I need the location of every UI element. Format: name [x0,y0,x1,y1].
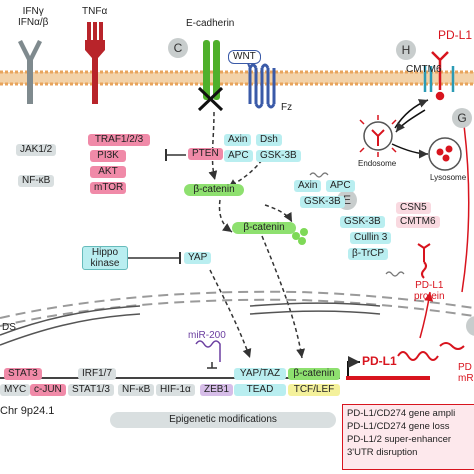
dsh-box: Dsh [256,134,282,146]
degraded-catenin-dots [292,228,308,245]
gsk3b-box-1: GSK-3B [256,150,301,162]
pd-l1-mrna-label: PD mR [458,362,474,384]
cmtm6-membrane-icon [423,66,455,92]
gsk3b-box-2: GSK-3B [300,196,345,208]
pd-l1-gene-label: PD-L1 [362,354,397,368]
nfkb-nuclear-box: NF-κB [118,384,155,396]
catenin-degradation-arrow [264,204,293,223]
lysosome-label: Lysosome [430,173,467,182]
ubiquitin-chain-icon-2 [385,271,405,277]
catenin-to-nucleus-arrow [218,199,233,233]
frizzled-receptor-icon [246,51,276,109]
pd-l1-protein-label-line1: PD-L1 [415,280,444,291]
pten-box: PTEN [188,148,223,160]
gsk3b-box-3: GSK-3B [340,216,385,228]
apc-box-2: APC [326,180,355,192]
stat13-box: STAT1/3 [68,384,114,396]
myc-box: MYC [0,384,31,396]
e-cadherin-icon [197,40,224,112]
tnf-label: TNFα [82,6,108,17]
pi3k-box: PI3K [90,150,126,162]
panel-letter-c: C [168,38,188,58]
genomic-line-2: PD-L1/CD274 gene loss [347,421,450,432]
membrane-pd-l1-label: PD-L1 [438,28,473,42]
wnt-label: WNT [228,50,261,64]
membrane-pd-l1-icon [431,51,449,101]
csn5-box: CSN5 [396,202,431,214]
mir-200-icon [195,340,221,362]
tcf-lef-box: TCF/LEF [288,384,340,396]
yaptaz-box: YAP/TAZ [234,368,286,380]
protein-to-membrane-arrow [458,109,470,293]
mrna-label-line2: mR [458,373,474,384]
mrna-to-protein-arrow [419,291,434,339]
mtor-box: mTOR [90,182,126,194]
nuclear-beta-catenin-box: β-catenin [288,368,340,380]
traf-box: TRAF1/2/3 [88,134,150,146]
panel-letter-h: H [396,40,416,60]
chromosome-label: Chr 9p24.1 [0,405,55,417]
ifn-gamma-label: IFNγ [22,6,44,17]
endosome-icon [359,115,397,157]
epigenetic-modifications-box: Epigenetic modifications [110,412,336,428]
panel-letter-f-partial [466,316,474,336]
hippo-kinase-box: Hippo kinase [82,246,128,270]
yap-box: YAP [184,252,212,264]
endocytosis-arrow [395,109,426,133]
genomic-line-3: PD-L1/2 super-enhancer [347,434,452,445]
axin-box-2: Axin [294,180,322,192]
akt-box: AKT [90,166,126,178]
recycling-arrow [394,99,429,129]
dna-helix-icon [0,302,381,346]
axin-box-1: Axin [224,134,252,146]
apc-box-1: APC [224,150,253,162]
ifn-alpha-beta-label: IFNα/β [18,17,49,28]
axin-to-catenin-arrow [227,159,263,189]
catenin-to-tcf-arrow [261,235,306,359]
cullin3-box: Cullin 3 [350,232,392,244]
pd-l1-mrna-icon [397,351,439,361]
pd-l1-protein-icon [417,243,431,279]
genomic-line-4: 3'UTR disruption [347,447,418,458]
endosome-label: Endosome [358,159,397,168]
dna-label: DS [2,322,16,333]
tnf-receptor-icon [85,22,105,104]
genomic-alterations-box: PD-L1/CD274 gene ampli PD-L1/CD274 gene … [342,404,474,470]
panel-letter-g: G [452,108,472,128]
lysosome-icon [428,137,462,171]
jak-box: JAK1/2 [16,144,57,156]
hif1a-box: HIF-1α [156,384,195,396]
nuclear-envelope [0,290,474,327]
e-cadherin-label: E-cadherin [186,18,235,29]
ecadherin-to-catenin-arrow [208,111,218,181]
yap-to-nucleus-arrow [209,269,252,359]
beta-catenin-box-2: β-catenin [232,222,296,234]
btrcp-box: β-TrCP [348,248,389,260]
stat3-box: STAT3 [4,368,42,380]
mrna-label-line1: PD [458,362,472,373]
zeb1-box: ZEB1 [200,384,234,396]
fz-label: Fz [281,102,293,113]
cmtm6-box: CMTM6 [396,216,440,228]
tead-box: TEAD [234,384,286,396]
irf17-box: IRF1/7 [78,368,117,380]
genomic-line-1: PD-L1/CD274 gene ampli [347,408,456,419]
ifn-label: IFNγ IFNα/β [18,6,48,28]
mir-inhibition-bar [207,362,217,369]
lysosome-arrow [391,143,429,159]
promoter-arrow [347,356,360,378]
pd-l1-protein-label: PD-L1 protein [414,280,445,302]
pd-l1-protein-label-line2: protein [414,291,445,302]
ifn-receptor-icon [18,40,42,104]
c-jun-box: c-JUN [30,384,66,396]
nfkb-box: NF-κB [18,175,55,187]
beta-catenin-box-1: β-catenin [184,184,244,196]
pd-l1-mrna-icon-2 [439,342,465,350]
ubiquitin-chain-icon [309,172,329,178]
mir-200-label: miR-200 [188,330,226,341]
cmtm6-label: CMTM6 [406,64,442,75]
cell-membrane [0,70,474,86]
